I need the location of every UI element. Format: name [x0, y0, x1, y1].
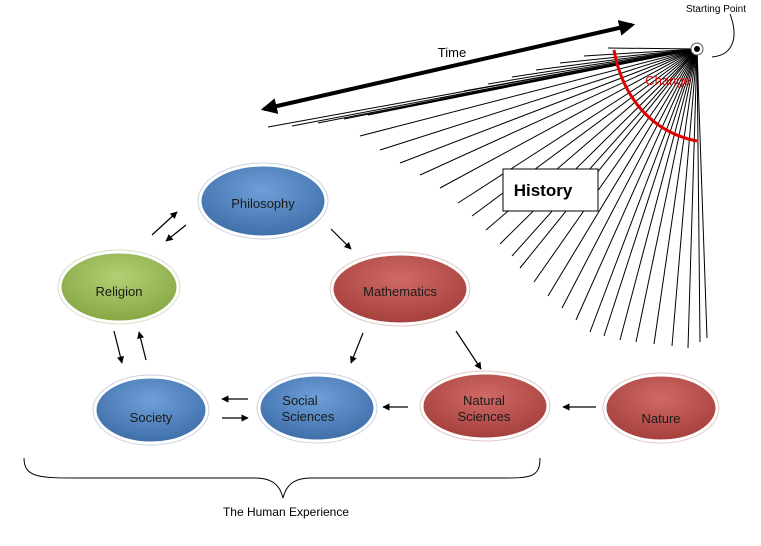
nature-node: Nature — [602, 372, 720, 444]
philosophy-label: Philosophy — [231, 196, 295, 211]
history-ray — [696, 48, 701, 343]
history-ray — [419, 48, 698, 176]
history-ray — [635, 48, 698, 343]
history-label: History — [514, 181, 573, 200]
history-ray — [653, 48, 698, 345]
time-label: Time — [438, 45, 466, 60]
human-experience-label: The Human Experience — [223, 505, 349, 519]
arrow-religion-to-philosophy — [151, 211, 178, 236]
history-ray — [671, 48, 698, 347]
history-ray — [687, 48, 698, 349]
change-arc — [612, 49, 698, 143]
history-box — [502, 168, 599, 212]
philosophy-node: Philosophy — [197, 162, 329, 240]
history-ray — [619, 48, 698, 341]
society-label: Society — [130, 410, 173, 425]
arrow-philosophy-to-mathematics — [330, 228, 352, 250]
history-ray — [575, 48, 698, 321]
arrow-society-to-religion — [137, 331, 147, 361]
religion-label: Religion — [96, 284, 143, 299]
natural-sciences-label-line2: Sciences — [458, 409, 511, 424]
history-ray — [457, 48, 698, 204]
history-ray — [511, 48, 698, 257]
arrow-mathematics-to-natural-sciences — [455, 330, 482, 370]
history-ray — [589, 48, 698, 333]
mathematics-label: Mathematics — [363, 284, 437, 299]
starting-point-marker — [690, 13, 735, 58]
history-ray — [439, 48, 698, 189]
arrow-philosophy-to-religion — [165, 224, 187, 242]
arrow-religion-to-society — [113, 330, 124, 364]
history-ray — [561, 48, 698, 309]
social-sciences-label-line2: Sciences — [282, 409, 335, 424]
natural-sciences-label-line1: Natural — [463, 393, 505, 408]
natural-sciences-node: Natural Sciences — [419, 370, 551, 442]
change-label: Change — [645, 73, 691, 88]
history-ray — [603, 48, 698, 337]
history-ray — [607, 47, 698, 50]
mathematics-node: Mathematics — [329, 251, 471, 327]
history-ray — [533, 48, 698, 283]
religion-node: Religion — [57, 249, 181, 325]
social-sciences-label-line1: Social — [282, 393, 318, 408]
human-experience-brace — [23, 457, 541, 499]
social-sciences-node: Social Sciences — [256, 372, 378, 444]
nature-label: Nature — [641, 411, 680, 426]
history-ray — [696, 48, 708, 339]
relationship-arrows — [113, 211, 596, 422]
history-ray — [547, 48, 698, 297]
history-ray — [519, 48, 698, 269]
starting-point-label: Starting Point — [686, 4, 746, 15]
time-arrow — [260, 20, 636, 114]
society-node: Society — [92, 374, 210, 446]
arrow-mathematics-to-social-sciences — [350, 332, 364, 364]
